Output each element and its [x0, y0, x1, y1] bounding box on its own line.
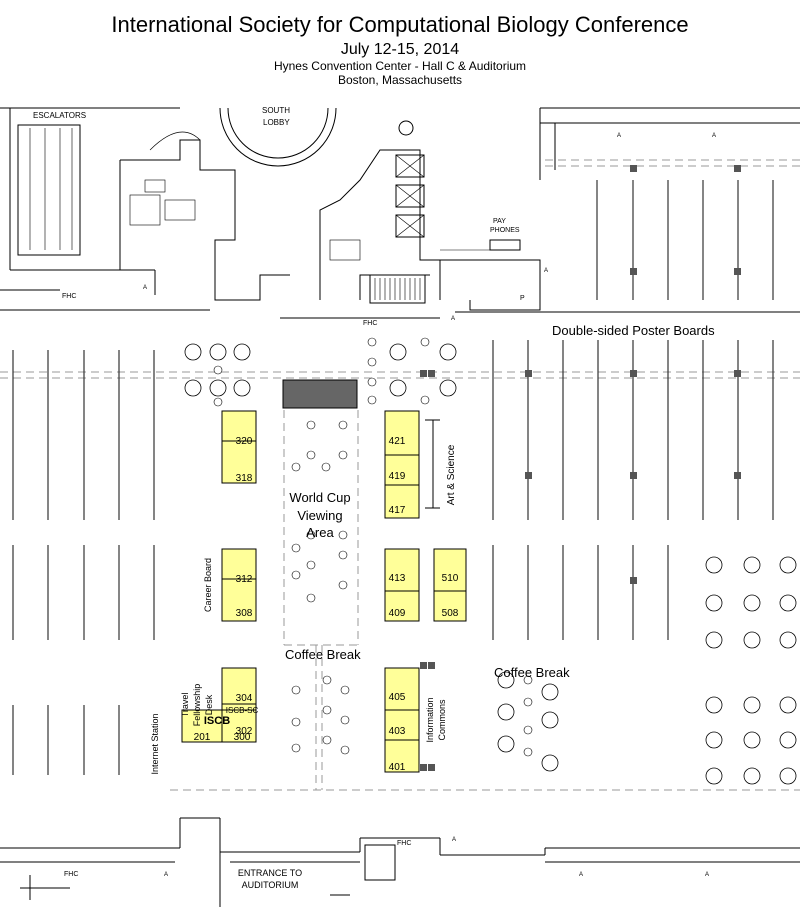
career-board-label: Career Board	[203, 558, 213, 612]
booth-419[interactable]: 419	[389, 471, 406, 482]
world-cup-label-1: World Cup	[289, 490, 350, 505]
fhc-label-2: FHC	[363, 320, 377, 327]
access-label-5: A	[544, 268, 548, 274]
internet-station-label: Internet Station	[150, 713, 160, 774]
booth-508[interactable]: 508	[442, 608, 459, 619]
booth-320[interactable]: 320	[236, 436, 253, 447]
poster-boards-label: Double-sided Poster Boards	[552, 323, 715, 338]
booth-201[interactable]: 201	[194, 732, 211, 743]
coffee-break-label-right: Coffee Break	[494, 665, 570, 680]
poster-boards-middle	[12, 340, 774, 775]
iscb-label: ISCB	[204, 715, 230, 727]
information-commons-label-2: Commons	[437, 699, 447, 741]
access-label-7: A	[452, 837, 456, 843]
fhc-label-1: FHC	[62, 293, 76, 300]
conference-title: International Society for Computational …	[111, 12, 689, 37]
venue-name: Hynes Convention Center - Hall C & Audit…	[273, 59, 527, 73]
lower-building-walls	[0, 817, 800, 907]
booths-left[interactable]	[181, 410, 257, 743]
booth-401[interactable]: 401	[389, 762, 406, 773]
pay-phones-label-1: PAY	[493, 218, 506, 225]
access-label-4: A	[451, 316, 455, 322]
access-label-8: A	[579, 872, 583, 878]
booth-417[interactable]: 417	[389, 505, 406, 516]
booth-421[interactable]: 421	[389, 436, 406, 447]
entrance-auditorium-label-2: AUDITORIUM	[242, 880, 299, 890]
access-label-2: A	[712, 133, 716, 139]
world-cup-label-2: Viewing	[297, 508, 342, 523]
booth-510[interactable]: 510	[442, 573, 459, 584]
information-commons-label-1: Information	[425, 697, 435, 742]
escalators-label: ESCALATORS	[33, 111, 86, 120]
travel-fellowship-label-1: Travel	[180, 693, 190, 718]
pay-phones-label-2: PHONES	[490, 227, 520, 234]
art-science-label: Art & Science	[446, 444, 457, 505]
access-label-6: A	[164, 872, 168, 878]
entrance-auditorium-label-1: ENTRANCE TO	[238, 868, 302, 878]
booth-304[interactable]: 304	[236, 693, 253, 704]
conference-dates: July 12-15, 2014	[340, 41, 460, 58]
venue-city: Boston, Massachusetts	[337, 73, 463, 87]
booth-409[interactable]: 409	[389, 608, 406, 619]
booth-318[interactable]: 318	[236, 473, 253, 484]
booth-312[interactable]: 312	[236, 574, 253, 585]
booth-308[interactable]: 308	[236, 608, 253, 619]
booth-302[interactable]: 302	[236, 726, 253, 737]
booth-403[interactable]: 403	[389, 726, 406, 737]
iscb-sc-label: ISCB-SC	[226, 706, 259, 715]
round-tables	[184, 343, 797, 785]
travel-fellowship-label-3: Desk	[204, 694, 214, 715]
viewing-screen	[282, 379, 358, 409]
upper-building-walls	[0, 107, 800, 319]
fhc-label-4: FHC	[64, 871, 78, 878]
south-lobby-label-2: LOBBY	[263, 118, 290, 127]
south-lobby-label-1: SOUTH	[262, 106, 290, 115]
booth-405[interactable]: 405	[389, 692, 406, 703]
fhc-label-3: FHC	[397, 840, 411, 847]
coffee-break-label-center: Coffee Break	[285, 647, 361, 662]
access-label-3: A	[143, 285, 147, 291]
booths-right[interactable]	[384, 410, 467, 773]
parking-label: P	[520, 295, 525, 302]
booth-413[interactable]: 413	[389, 573, 406, 584]
world-cup-label-3: Area	[306, 525, 334, 540]
travel-fellowship-label-2: Fellowship	[192, 684, 202, 727]
poster-boards-upper	[596, 165, 774, 300]
access-label-9: A	[705, 872, 709, 878]
cocktail-tables	[213, 337, 533, 771]
aisle-guides	[0, 159, 800, 791]
access-label-1: A	[617, 133, 621, 139]
booth-300[interactable]: 300	[234, 732, 251, 743]
